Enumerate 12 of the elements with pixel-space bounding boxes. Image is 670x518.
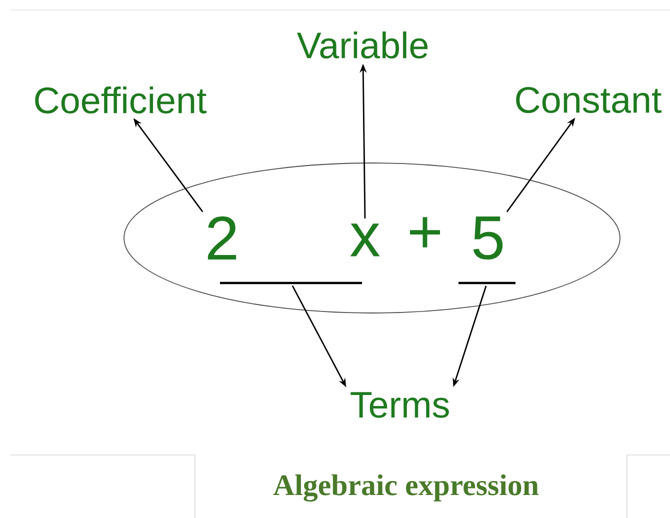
title: Algebraic expression bbox=[273, 474, 539, 502]
ellipse bbox=[124, 162, 620, 314]
underline-bar bbox=[458, 282, 516, 284]
expression-term: x bbox=[350, 224, 380, 256]
term-label: Coefficient bbox=[35, 86, 206, 114]
plus-sign: + bbox=[410, 217, 440, 248]
expression-term: 5 bbox=[473, 216, 503, 260]
expression-term: 2 bbox=[208, 216, 236, 260]
term-label: Variable bbox=[296, 31, 428, 59]
term-label: Constant bbox=[516, 86, 662, 114]
underline-bar bbox=[220, 282, 362, 284]
term-label: Terms bbox=[350, 392, 449, 418]
